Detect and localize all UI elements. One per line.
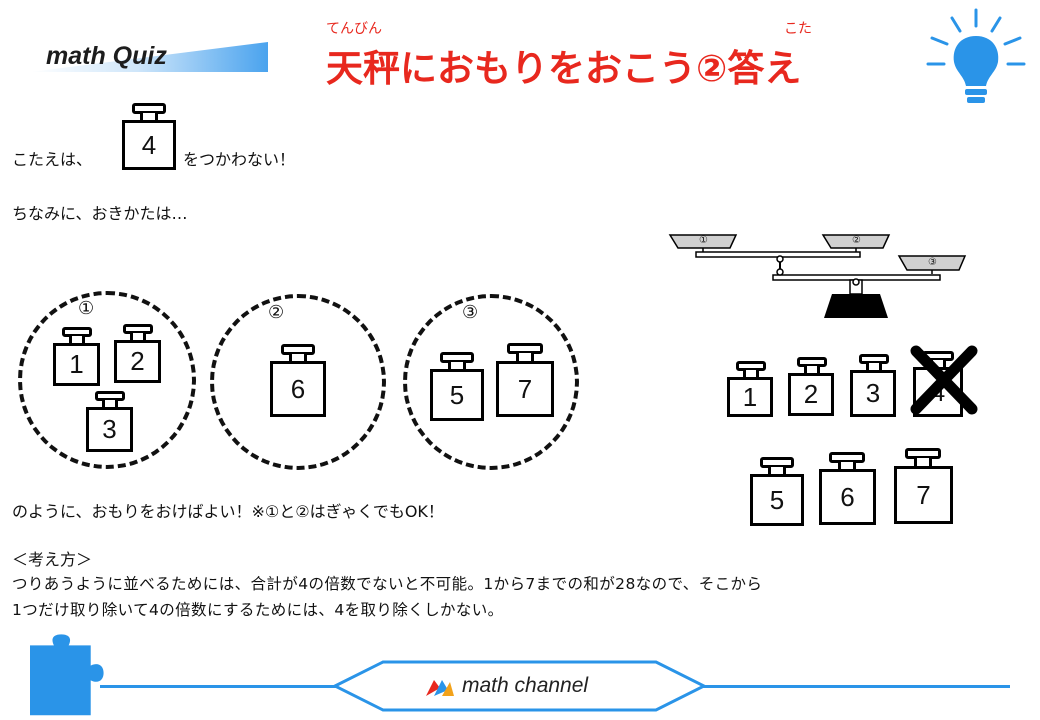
group-label-3: ③ bbox=[462, 302, 479, 323]
group-label-1: ① bbox=[78, 298, 95, 319]
balance-pan-label-1: ① bbox=[699, 235, 708, 246]
answer-weight-number: 4 bbox=[122, 120, 176, 170]
math-channel-logo-icon bbox=[426, 680, 454, 696]
puzzle-piece-icon bbox=[30, 634, 104, 716]
group-circle-1 bbox=[18, 291, 196, 469]
cross-mark-icon bbox=[910, 345, 978, 415]
group-circle-3 bbox=[403, 294, 579, 470]
answer-prefix: こたえは、 bbox=[12, 150, 93, 169]
balance-pan-label-2: ② bbox=[852, 235, 861, 246]
explanation-heading: ＜考え方＞ bbox=[12, 550, 93, 569]
page-title: 天秤におもりをおこう②答え bbox=[326, 47, 802, 90]
answer-suffix: をつかわない！ bbox=[183, 150, 296, 169]
conclusion-text: のように、おもりをおけばよい！※①と②はぎゃくでもOK！ bbox=[12, 502, 444, 521]
title-ruby-tenbin: てんびん bbox=[326, 21, 382, 37]
balance-pan-label-3: ③ bbox=[928, 257, 937, 268]
group-circle-2 bbox=[210, 294, 386, 470]
explanation-line-1: つりあうように並べるためには、合計が4の倍数でないと不可能。1から7までの和が2… bbox=[12, 575, 763, 593]
group-label-2: ② bbox=[268, 302, 285, 323]
explanation-line-2: 1つだけ取り除いて4の倍数にするためには、4を取り除くしかない。 bbox=[12, 601, 504, 619]
title-ruby-kotae: こた bbox=[784, 21, 812, 37]
footer-brand-frame bbox=[333, 660, 706, 712]
balance-scale bbox=[668, 234, 967, 318]
lightbulb-icon bbox=[926, 8, 1026, 103]
quiz-label: math Quiz bbox=[46, 42, 167, 70]
footer-brand: math channel bbox=[462, 674, 589, 697]
placement-intro: ちなみに、おきかたは… bbox=[12, 204, 188, 223]
